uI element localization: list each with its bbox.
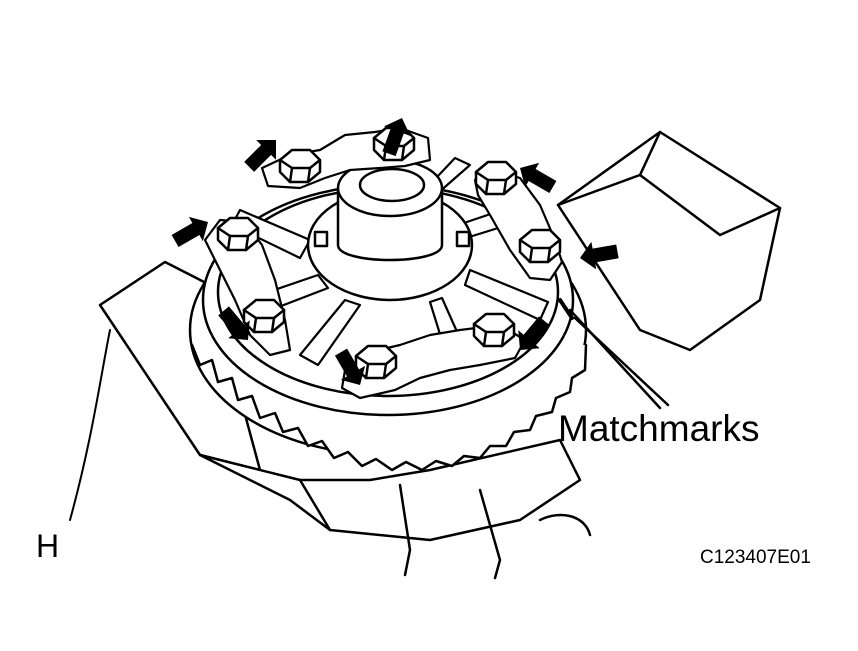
bolt-7	[354, 344, 398, 380]
h-leader-line	[69, 329, 111, 521]
bolt-1	[278, 148, 322, 184]
figure-code-label: C123407E01	[700, 547, 811, 568]
spoke-3	[298, 298, 362, 367]
vise-fixture	[98, 130, 782, 580]
bolt-5	[216, 216, 260, 252]
vise-right-block-edge-2	[638, 173, 782, 237]
arrow-bolt-4	[580, 241, 619, 270]
vise-base-edge	[298, 478, 332, 532]
arrow-bolt-1	[244, 140, 276, 172]
center-hub	[306, 158, 474, 302]
matchmark-leader-2	[568, 308, 662, 410]
vise-base-edge-2	[398, 483, 412, 577]
matchmarks-label: Matchmarks	[558, 408, 760, 449]
arrow-bolt-6	[218, 306, 250, 340]
pointer-arrows	[171, 118, 619, 385]
spoke-5	[463, 268, 550, 322]
arrow-bolt-8	[518, 316, 550, 350]
bolts	[216, 126, 562, 380]
arrow-bolt-2	[382, 118, 411, 157]
arrow-bolt-5	[171, 216, 208, 248]
vise-right-block	[556, 130, 782, 352]
lock-plate-bottom	[340, 323, 527, 400]
hub-notch-left	[313, 230, 329, 248]
bolt-3	[474, 160, 518, 196]
vise-base-edge-3	[478, 488, 502, 580]
bolt-8	[472, 312, 516, 348]
arrow-bolt-3	[520, 162, 557, 194]
bolt-6	[242, 298, 286, 334]
hub-notch-right	[455, 230, 471, 248]
bolt-4	[518, 228, 562, 264]
matchmark-indicator	[558, 298, 670, 410]
vise-curve	[538, 513, 592, 537]
h-label: H	[36, 528, 60, 564]
arrow-bolt-7	[334, 348, 366, 385]
vise-base	[198, 438, 582, 542]
matchmark-tick	[558, 298, 574, 320]
hub-bore	[358, 167, 426, 203]
